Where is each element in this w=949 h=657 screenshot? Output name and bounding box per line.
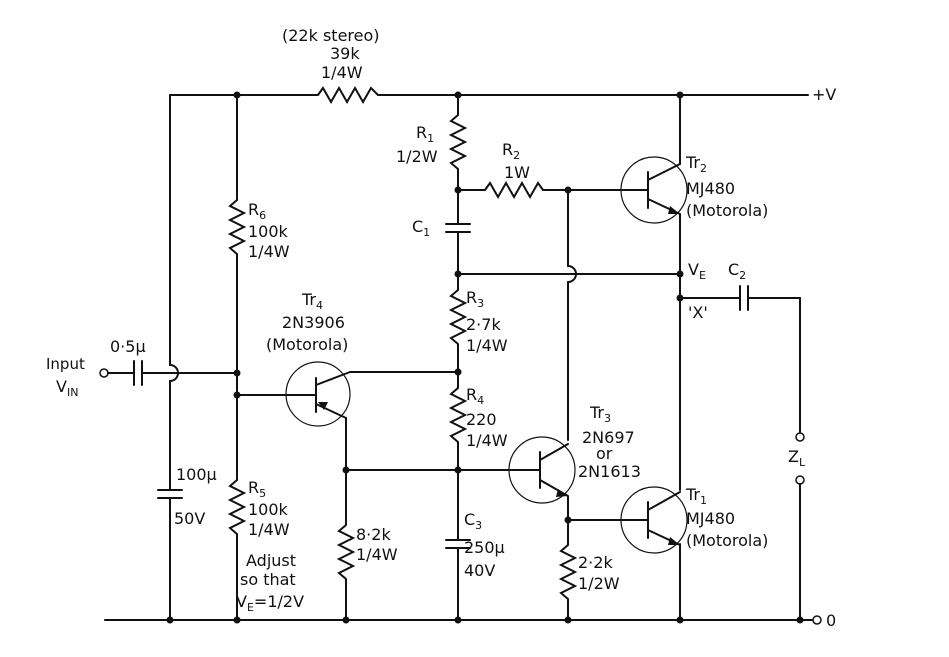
r2-power: 1W xyxy=(504,163,530,182)
output-cap-c2 xyxy=(679,285,801,433)
r2-to-tr1-wire xyxy=(567,189,577,441)
r-em-power: 1/2W xyxy=(578,574,620,593)
r5-label: R5 xyxy=(248,478,266,500)
r-feed-power: 1/4W xyxy=(321,63,363,82)
adjust-note-1: Adjust xyxy=(246,551,296,570)
r6-label: R6 xyxy=(248,200,266,222)
r3-power: 1/4W xyxy=(466,336,508,355)
input-cap-value: 0·5µ xyxy=(110,337,146,356)
input-word: Input xyxy=(46,355,85,373)
r6-value: 100k xyxy=(248,222,289,241)
r-feed-value: 39k xyxy=(330,44,360,63)
r6-r5-divider xyxy=(227,94,247,621)
load-terminal-bottom[interactable] xyxy=(795,475,805,485)
r1-power: 1/2W xyxy=(396,147,438,166)
c-big-value: 100µ xyxy=(176,465,217,484)
input-network xyxy=(99,360,317,396)
r-bias-power: 1/4W xyxy=(356,545,398,564)
load-zl xyxy=(795,432,805,621)
tr2-label: Tr2 xyxy=(685,153,707,175)
tr3-type-b: 2N1613 xyxy=(578,462,641,481)
load-terminal-top[interactable] xyxy=(795,432,805,442)
tr3-or: or xyxy=(596,444,613,463)
tr3-type-a: 2N697 xyxy=(582,428,635,447)
tr3-label: Tr3 xyxy=(589,403,611,425)
r4-power: 1/4W xyxy=(466,431,508,450)
ground-terminal xyxy=(812,615,822,625)
component-labels: (22k stereo) 39k 1/4W +V 0 R1 1/2W R2 1W… xyxy=(46,26,836,630)
tr2-type: MJ480 xyxy=(686,179,735,198)
ground-label: 0 xyxy=(826,611,836,630)
r5-value: 100k xyxy=(248,500,289,519)
c3-label: C3 xyxy=(464,510,482,532)
r-bias-value: 8·2k xyxy=(356,525,391,544)
resistor-2k2 xyxy=(558,519,578,621)
tr1-type: MJ480 xyxy=(686,509,735,528)
vin-label: VIN xyxy=(56,377,78,399)
zl-label: ZL xyxy=(788,447,806,469)
adjust-note-2: so that xyxy=(240,570,296,589)
r-em-value: 2·2k xyxy=(578,553,613,572)
r4-value: 220 xyxy=(466,410,497,429)
resistor-39k-feedback xyxy=(317,85,379,105)
left-bypass-branch xyxy=(157,94,183,621)
tr2-make: (Motorola) xyxy=(686,201,768,220)
tr4-make: (Motorola) xyxy=(266,335,348,354)
c2-label: C2 xyxy=(728,260,746,282)
r6-power: 1/4W xyxy=(248,242,290,261)
r3-value: 2·7k xyxy=(466,315,501,334)
c3-value: 250µ xyxy=(464,538,505,557)
transistor-tr1 xyxy=(620,486,688,554)
r3-label: R3 xyxy=(466,288,484,310)
tr1-label: Tr1 xyxy=(685,485,707,507)
resistor-8k2 xyxy=(336,469,356,621)
tr1-make: (Motorola) xyxy=(686,531,768,550)
ve-label: VE xyxy=(688,260,706,282)
adjust-note-3: VE=1/2V xyxy=(236,592,304,614)
c3-volt: 40V xyxy=(464,561,495,580)
resistor-r2 xyxy=(457,180,626,200)
tr4-label: Tr4 xyxy=(301,290,323,312)
transistor-tr2 xyxy=(620,156,688,224)
c1-label: C1 xyxy=(412,217,430,239)
junction-dots xyxy=(166,91,804,624)
r4-label: R4 xyxy=(466,385,484,407)
ground-rail xyxy=(104,615,822,625)
x-label: 'X' xyxy=(688,303,708,322)
input-terminal[interactable] xyxy=(99,368,109,378)
transistor-tr4 xyxy=(285,361,459,471)
c-big-volt: 50V xyxy=(174,509,205,528)
r5-power: 1/4W xyxy=(248,520,290,539)
transistor-tr3 xyxy=(508,436,576,526)
r-feed-note: (22k stereo) xyxy=(282,26,380,45)
r1-label: R1 xyxy=(416,123,434,145)
supply-label: +V xyxy=(812,85,836,104)
r2-label: R2 xyxy=(502,140,520,162)
tr4-type: 2N3906 xyxy=(282,313,345,332)
